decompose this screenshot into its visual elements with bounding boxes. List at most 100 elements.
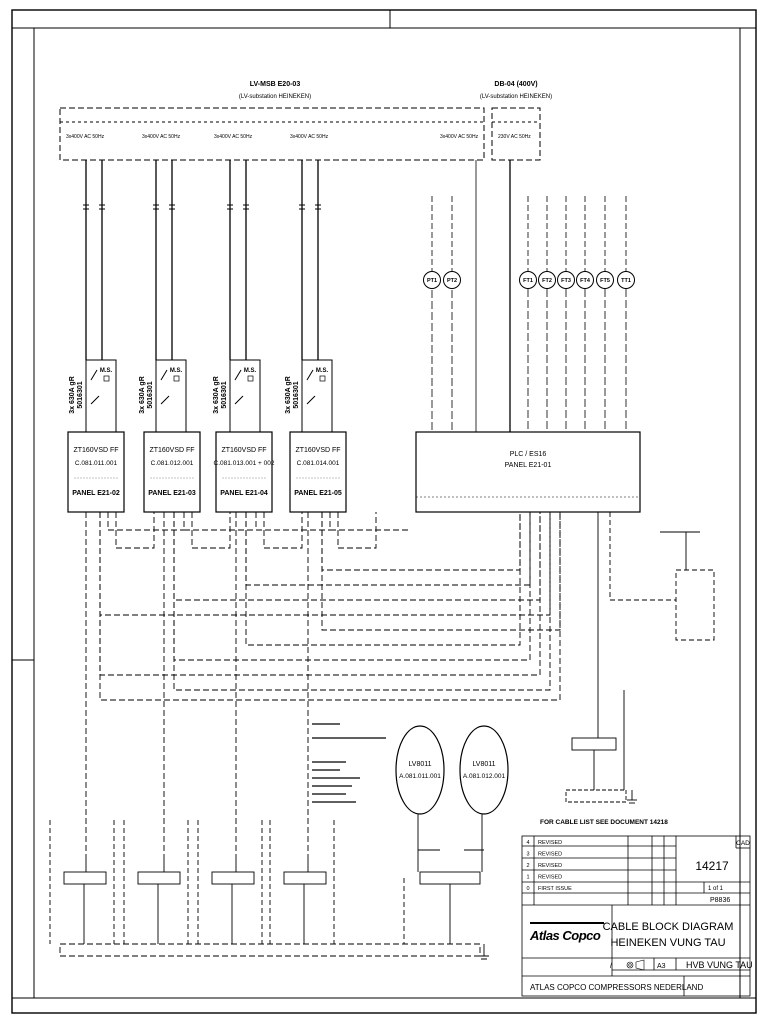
comm-cable bbox=[245, 512, 521, 646]
panel-code: C.081.012.001 bbox=[151, 460, 194, 467]
feeder-cables bbox=[83, 160, 511, 432]
fuse-symbol bbox=[319, 375, 326, 382]
drawing-number: 14217 bbox=[695, 859, 729, 873]
switch-symbol bbox=[90, 369, 100, 405]
feeder-label-4: 3x400V AC 50Hz bbox=[290, 134, 329, 140]
fuse-part: 5016301 bbox=[77, 381, 84, 408]
revision-description: REVISED bbox=[538, 840, 562, 846]
fuse-rating: 3x 630A gR bbox=[69, 376, 76, 413]
feeder-label-1: 3x400V AC 50Hz bbox=[66, 134, 105, 140]
dryer-name: LV8011 bbox=[472, 761, 495, 768]
dryer-symbol bbox=[459, 725, 509, 815]
panel-code: C.081.013.001 + 002 bbox=[214, 460, 275, 467]
panel-name: PANEL E21-04 bbox=[220, 490, 268, 497]
db-box bbox=[491, 107, 541, 161]
dryer-code: A.081.012.001 bbox=[463, 773, 506, 780]
comm-cable bbox=[173, 512, 551, 691]
revision-number: 4 bbox=[526, 840, 529, 846]
project-number: P8836 bbox=[710, 897, 730, 904]
scale-value: / bbox=[610, 963, 612, 970]
instrument-symbol bbox=[443, 271, 461, 289]
revision-number: 2 bbox=[526, 863, 529, 869]
revision-number: 0 bbox=[526, 886, 529, 892]
msb-subtitle: (LV-substation HEINEKEN) bbox=[239, 94, 311, 100]
ms-label: M.S. bbox=[100, 368, 113, 374]
panel-name: PANEL E21-03 bbox=[148, 490, 196, 497]
panel-model: ZT160VSD FF bbox=[73, 447, 118, 454]
msb-title: LV-MSB E20-03 bbox=[250, 81, 301, 88]
fuse-part: 5016301 bbox=[293, 381, 300, 408]
comm-cable bbox=[321, 512, 521, 571]
feeder-label-3: 3x400V AC 50Hz bbox=[214, 134, 253, 140]
fuse-rating: 3x 630A gR bbox=[213, 376, 220, 413]
cable-gland bbox=[227, 204, 249, 210]
instrument-symbol bbox=[557, 271, 575, 289]
ms-label: M.S. bbox=[244, 368, 257, 374]
notes-block bbox=[312, 723, 386, 803]
switch-symbol bbox=[234, 369, 244, 405]
revision-description: REVISED bbox=[538, 875, 562, 881]
switch-symbol bbox=[306, 369, 316, 405]
instrument-tag: TT1 bbox=[621, 278, 631, 284]
atlas-copco-logo: Atlas Copco bbox=[528, 920, 608, 944]
junction-box bbox=[211, 871, 255, 885]
instrument-tag: FT5 bbox=[600, 278, 610, 284]
dryer-code: A.081.011.001 bbox=[399, 773, 441, 780]
fuse-part: 5016301 bbox=[221, 381, 228, 408]
dryer-symbol bbox=[395, 725, 445, 815]
dryer-junction-box bbox=[419, 871, 481, 885]
instrument-tag: FT3 bbox=[561, 278, 571, 284]
panel-box bbox=[67, 431, 125, 513]
cable-gland bbox=[299, 204, 321, 210]
earth-connection bbox=[565, 512, 637, 804]
sheet-count: 1 of 1 bbox=[708, 886, 724, 892]
revision-description: FIRST ISSUE bbox=[538, 886, 572, 892]
panel-box bbox=[289, 431, 347, 513]
earth-symbol bbox=[479, 944, 489, 960]
panel-name: PANEL E21-05 bbox=[294, 490, 342, 497]
panel-box bbox=[143, 431, 201, 513]
msb-box bbox=[59, 107, 485, 161]
revision-description: REVISED bbox=[538, 852, 562, 858]
earth-busbar bbox=[59, 943, 481, 957]
fuse-symbol bbox=[173, 375, 180, 382]
instrument-tag: PT2 bbox=[447, 278, 457, 284]
ms-label: M.S. bbox=[170, 368, 183, 374]
fuse-rating: 3x 630A gR bbox=[139, 376, 146, 413]
drawing-title-1: CABLE BLOCK DIAGRAM bbox=[603, 921, 734, 933]
ms-label: M.S. bbox=[316, 368, 329, 374]
paper-size: A3 bbox=[657, 963, 666, 970]
bottom-distribution bbox=[49, 820, 489, 960]
communication-cables bbox=[85, 512, 561, 860]
db-subtitle: (LV-substation HEINEKEN) bbox=[480, 94, 552, 100]
cad-label: CAD bbox=[736, 840, 750, 847]
junction-box bbox=[63, 871, 107, 885]
company-name: ATLAS COPCO COMPRESSORS NEDERLAND bbox=[530, 983, 703, 992]
logo-text: Atlas Copco bbox=[529, 928, 601, 943]
revision-number: 1 bbox=[526, 875, 529, 881]
junction-box bbox=[283, 871, 327, 885]
instrument-symbol bbox=[538, 271, 556, 289]
db-title: DB-04 (400V) bbox=[494, 81, 537, 88]
cable-gland bbox=[153, 204, 175, 210]
busbar-link bbox=[107, 512, 188, 531]
instrument-symbol bbox=[596, 271, 614, 289]
project-name: HVB VUNG TAU bbox=[686, 960, 753, 970]
instrument-tag: FT1 bbox=[523, 278, 533, 284]
comm-cable bbox=[99, 512, 541, 676]
panel-model: ZT160VSD FF bbox=[149, 447, 194, 454]
remote-box bbox=[609, 512, 715, 641]
plc-subtitle: PANEL E21-01 bbox=[505, 462, 552, 469]
fuse-rating: 3x 630A gR bbox=[285, 376, 292, 413]
plc-title: PLC / ES16 bbox=[510, 451, 547, 458]
panel-code: C.081.014.001 bbox=[297, 460, 340, 467]
